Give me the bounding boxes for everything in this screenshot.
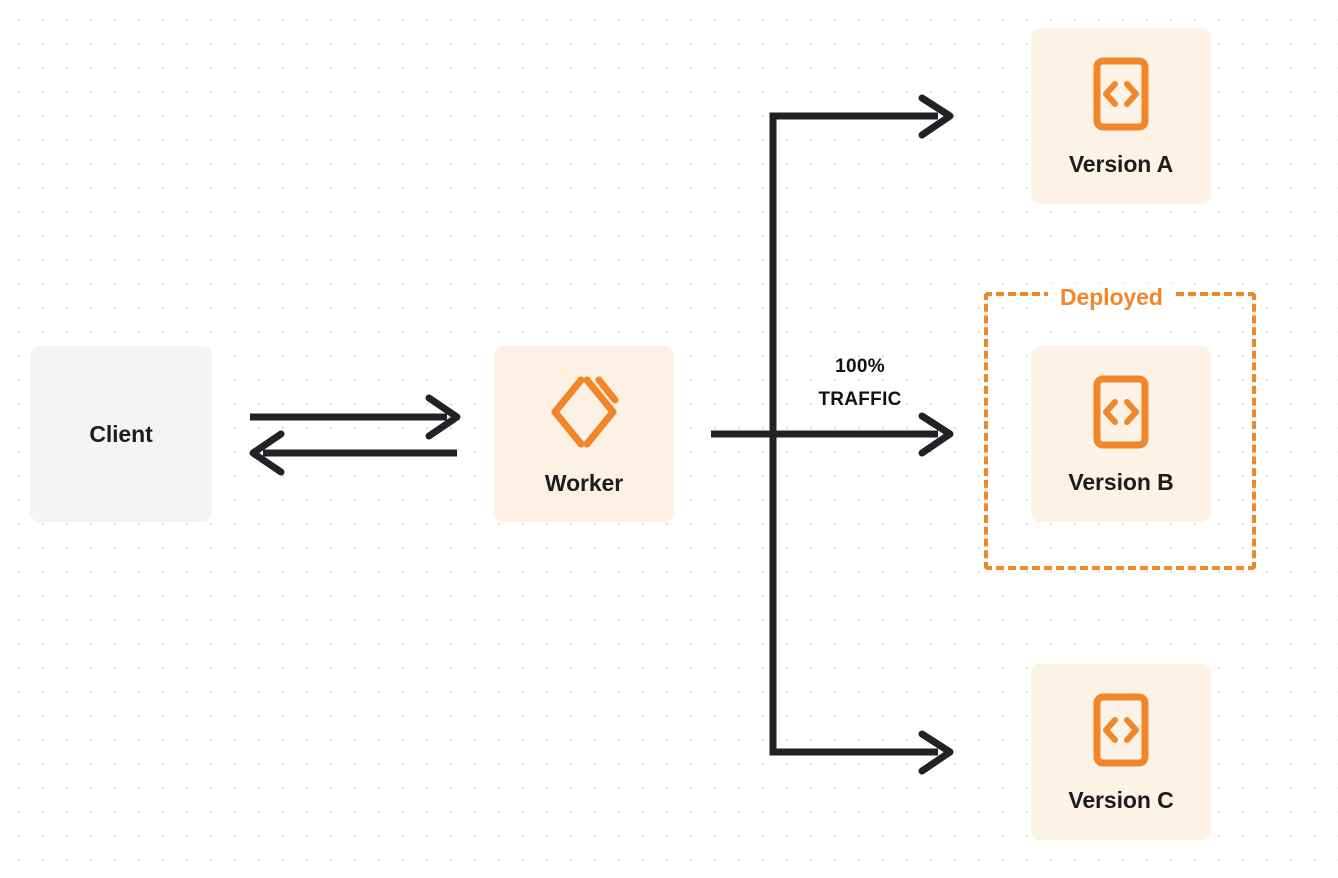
code-brackets-icon xyxy=(1093,693,1149,767)
traffic-percent: 100% xyxy=(835,356,885,377)
code-brackets-icon xyxy=(1093,57,1149,131)
arrow-worker-to-version-b xyxy=(711,412,954,457)
node-version-b[interactable]: Version B xyxy=(1031,346,1211,522)
node-version-b-label: Version B xyxy=(1068,468,1174,495)
traffic-caption: TRAFFIC xyxy=(818,389,902,410)
arrow-client-to-worker xyxy=(250,394,461,440)
node-version-c[interactable]: Version C xyxy=(1031,664,1211,840)
arrow-worker-to-client xyxy=(249,430,457,476)
node-worker[interactable]: Worker xyxy=(494,346,674,522)
code-brackets-icon xyxy=(1093,375,1149,449)
node-worker-label: Worker xyxy=(544,469,624,496)
node-version-a-label: Version A xyxy=(1068,150,1174,177)
arrow-worker-to-version-c xyxy=(769,434,954,775)
node-version-a[interactable]: Version A xyxy=(1031,28,1211,204)
node-client[interactable]: Client xyxy=(30,346,212,522)
node-client-label: Client xyxy=(89,420,153,447)
deployed-group-label: Deployed xyxy=(1048,284,1175,310)
node-version-c-label: Version C xyxy=(1068,786,1174,813)
cloudflare-workers-icon xyxy=(547,374,621,450)
traffic-annotation: 100% TRAFFIC xyxy=(786,350,934,416)
